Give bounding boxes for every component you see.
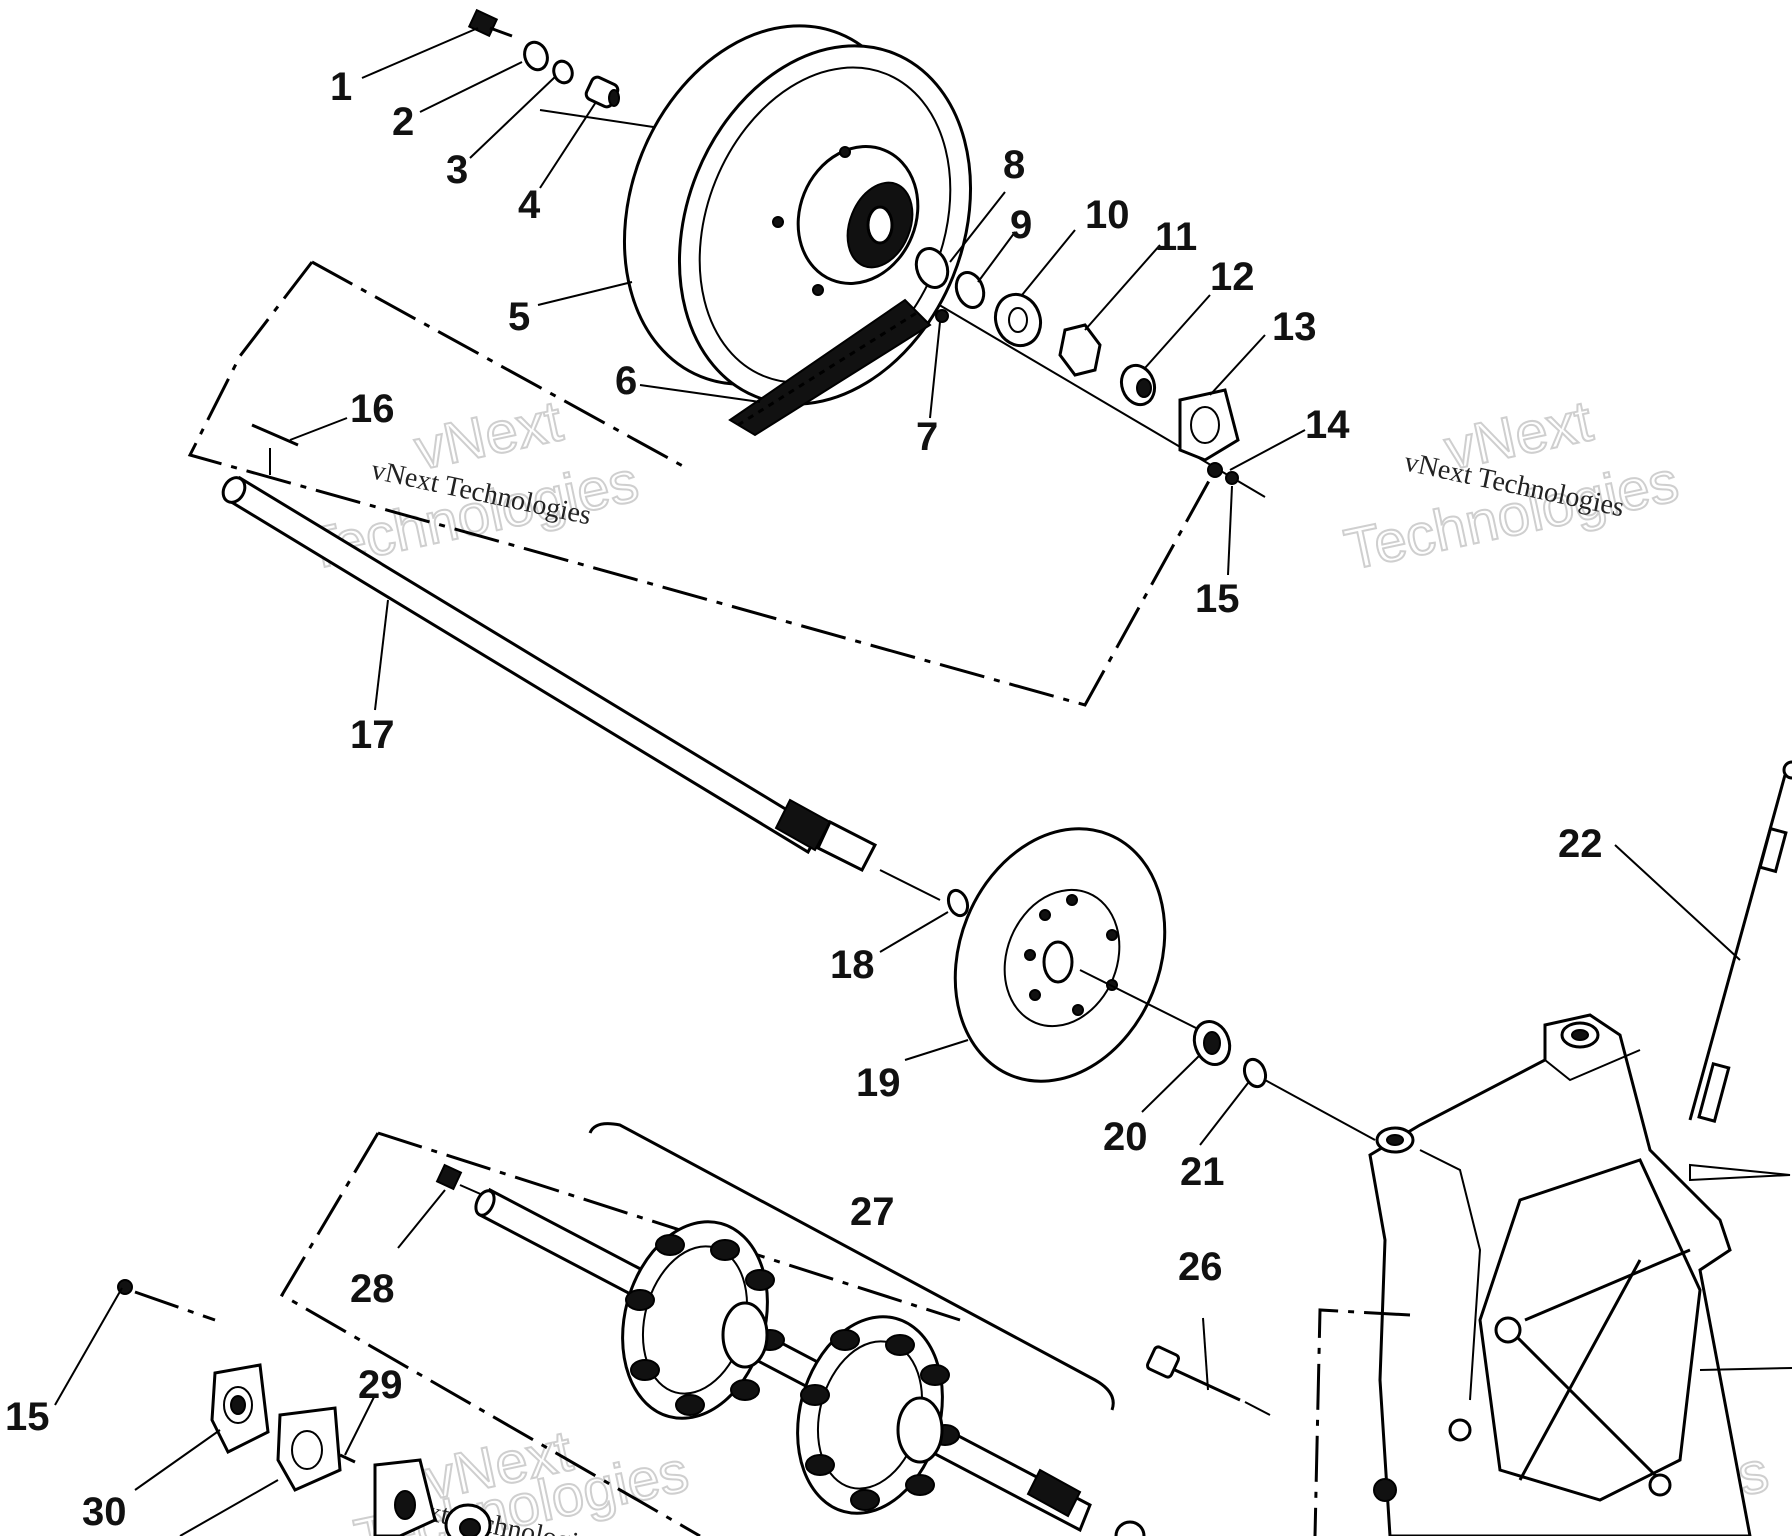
callout-10: 10 [1085,193,1130,237]
callout-13: 13 [1272,305,1317,349]
spacer-part [584,75,620,109]
shaft-assembly-frame [187,261,1217,707]
drive-shaft-frame [279,1132,701,1536]
callout-28: 28 [350,1267,395,1311]
axis-line-lower [134,1290,216,1322]
nut-part [1225,471,1239,485]
callout-12: 12 [1210,255,1255,299]
snap-ring-part [1242,1057,1268,1089]
axis-line-disc [1079,969,1201,1031]
gasket-part [276,1406,342,1492]
bolt-part [467,8,513,38]
bearing-flange-part [210,1363,270,1455]
washer-part [954,271,986,309]
callout-3: 3 [446,148,468,192]
shaft-plug-part [435,1163,486,1197]
callout-7: 7 [916,415,938,459]
callout-21: 21 [1180,1150,1225,1194]
axis-line-top [539,109,661,129]
washer-part [523,40,549,72]
brake-cable-part [1688,760,1792,1123]
callout-6: 6 [615,359,637,403]
callout-11: 11 [1155,215,1197,259]
pin-part [935,309,949,323]
callout-15-lower: 15 [5,1395,50,1439]
callout-17: 17 [350,713,395,757]
collar-part [1119,363,1157,407]
bearing-part [373,1458,492,1536]
nut-part [1207,462,1223,478]
callout-15: 15 [1195,577,1240,621]
hex-nut-part [1058,323,1102,377]
pin-part [339,1453,356,1464]
callout-20: 20 [1103,1115,1148,1159]
snap-ring-part [946,888,970,918]
drive-shaft-sprocket-part [474,1187,1146,1536]
bearing-flange-part [1178,388,1240,462]
callout-19: 19 [856,1061,901,1105]
callout-8: 8 [1003,143,1025,187]
callout-4: 4 [518,183,541,227]
bearing-part [914,247,950,289]
jackshaft-part [221,475,941,901]
callout-9: 9 [1010,203,1032,247]
chaincase-housing-part [1368,1013,1792,1536]
case-ref-line [1313,1308,1411,1536]
seal-part [993,292,1043,348]
callout-labels: 1 2 3 4 5 6 7 8 9 10 11 12 13 14 15 16 1… [5,65,1603,1534]
callout-29: 29 [358,1363,403,1407]
leader-lines [54,27,1741,1536]
callout-14: 14 [1305,403,1350,447]
sprocket-assembly-bracket [588,1122,1115,1411]
callout-22: 22 [1558,822,1603,866]
lock-washer-part [552,59,574,85]
shaft-key-part [251,423,299,447]
brake-disc-part [953,827,1167,1083]
axis-line-case [1264,1079,1376,1141]
watermark-group-right: vNext Technologies vNext Technologies [1338,387,1685,583]
bearing-part [1192,1020,1232,1066]
callout-27: 27 [850,1190,895,1234]
drive-shaft-frame-top [377,1131,961,1322]
callout-18: 18 [830,943,875,987]
callout-16: 16 [350,387,395,431]
callout-1: 1 [330,65,352,109]
callout-30: 30 [82,1490,127,1534]
callout-2: 2 [392,100,414,144]
callout-26: 26 [1178,1245,1223,1289]
callout-5: 5 [508,295,530,339]
